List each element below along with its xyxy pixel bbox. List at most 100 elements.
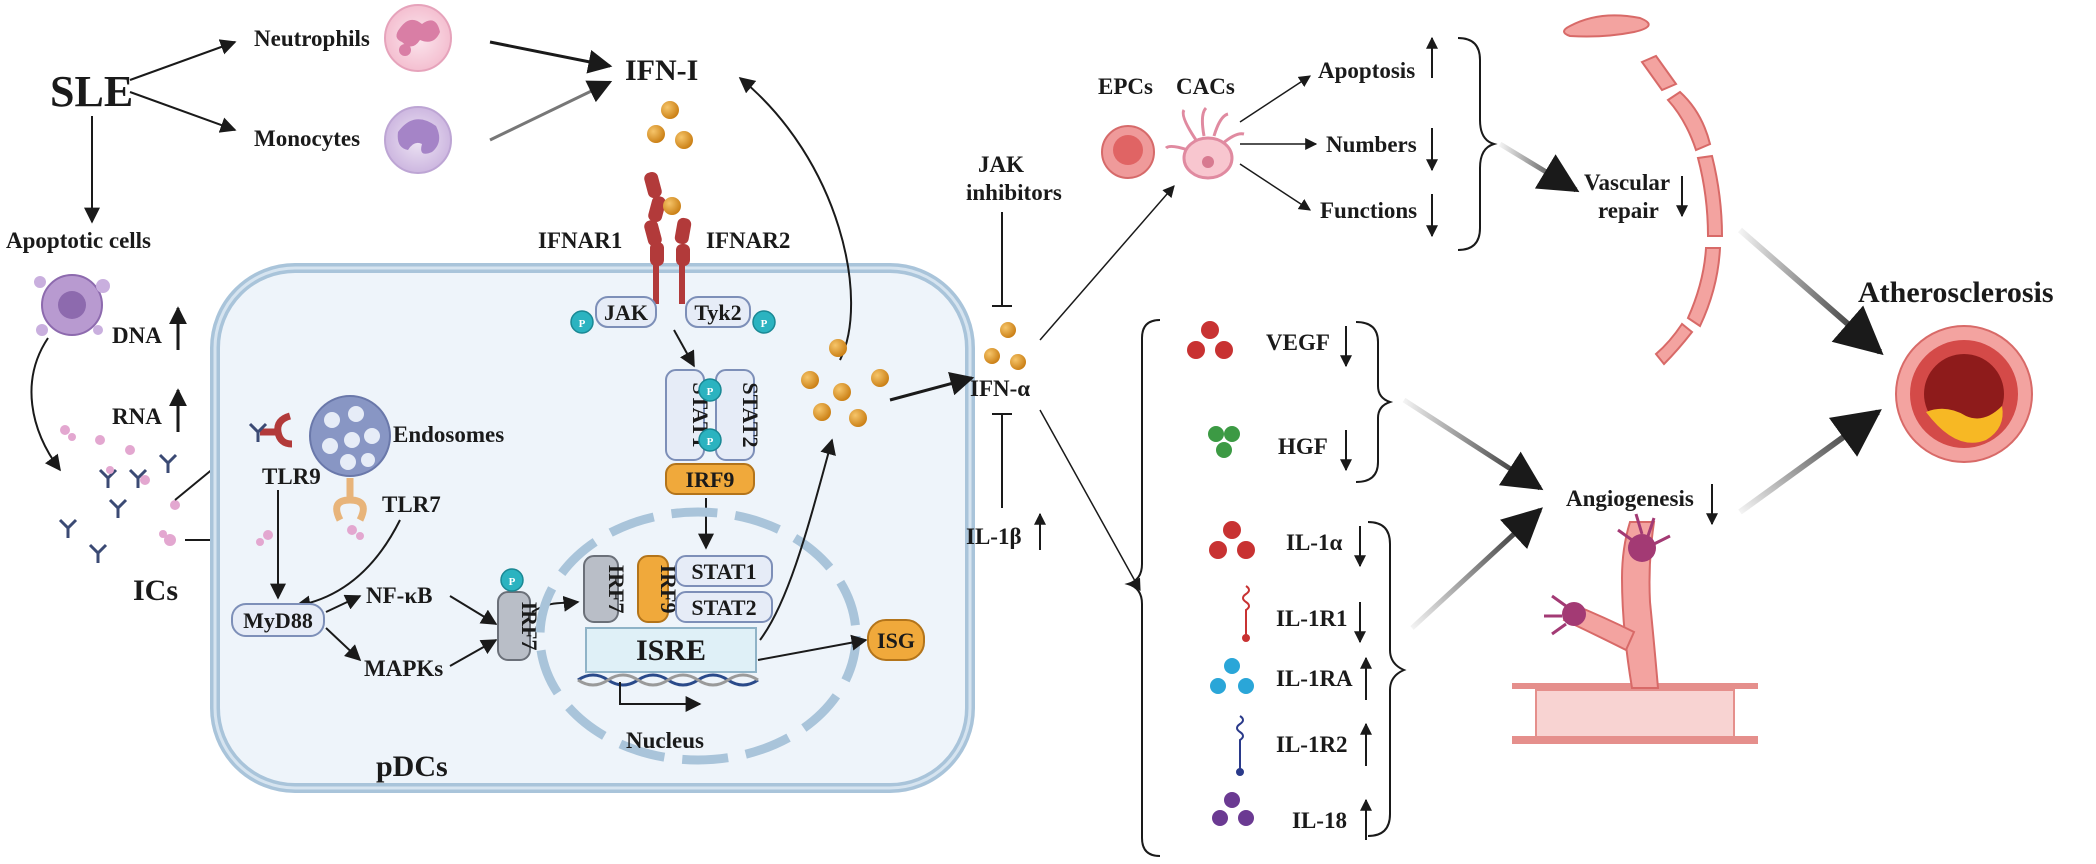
arrow-interleukins-angiogenesis: [1410, 507, 1543, 630]
apoptotic-cells-label: Apoptotic cells: [6, 228, 151, 253]
endosome-icon: [309, 395, 391, 477]
phospho-icon: [698, 378, 722, 402]
arrow-apoptotic-ics: [30, 337, 61, 472]
phospho-label: P: [761, 318, 768, 330]
nfkb-label: NF-κB: [366, 583, 432, 608]
brace-epcs: [1457, 37, 1498, 251]
il1a-label: IL-1α: [1286, 530, 1342, 555]
sle-label: SLE: [50, 67, 133, 116]
arrow-cacs-functions: [1239, 163, 1312, 211]
isre-box: [585, 627, 757, 673]
dna-label: DNA: [112, 323, 162, 348]
cacs-label: CACs: [1176, 74, 1235, 99]
tlr7-receptor: [333, 478, 367, 522]
stat2-nuclear-label: STAT2: [691, 595, 756, 620]
isg-pill: [867, 619, 925, 661]
ifn-ligand: [661, 101, 679, 119]
il1ra-label: IL-1RA: [1276, 666, 1353, 691]
mapks-label: MAPKs: [364, 656, 443, 681]
irf9-pill: [665, 463, 755, 495]
tyk2-pill: [685, 296, 751, 328]
arrow-isre-isg: [757, 634, 868, 661]
il1r2-icon: [1236, 715, 1244, 776]
tyk2-label: Tyk2: [694, 300, 741, 325]
hgf-label: HGF: [1278, 434, 1328, 459]
ifn-i-label: IFN-I: [625, 54, 698, 87]
arrow-mapks-irf7: [449, 639, 498, 667]
cac-icon: [1164, 106, 1245, 180]
isre-label: ISRE: [636, 634, 706, 667]
ifnar1-label: IFNAR1: [538, 228, 622, 253]
arrow-brace-vascular: [1498, 141, 1580, 193]
epc-icon: [1101, 125, 1155, 179]
irf7-nuclear-label: IRF7: [604, 565, 629, 614]
sprouting-vessel-icon: [1512, 513, 1758, 744]
apoptosis-label: Apoptosis: [1318, 58, 1415, 83]
il1r1-label: IL-1R1: [1276, 606, 1348, 631]
stat1-nuclear-label: STAT1: [691, 559, 756, 584]
ifnar2-receptor: [674, 217, 692, 304]
nucleus-label: Nucleus: [626, 728, 704, 753]
antibody-icon: [248, 422, 268, 442]
arrow-cacs-apoptosis: [1239, 75, 1312, 123]
il1ra-icon: [1210, 658, 1254, 694]
atherosclerosis-label: Atherosclerosis: [1858, 276, 2054, 309]
myd88-pill: [231, 603, 325, 637]
phospho-icon: [570, 310, 594, 334]
phospho-label: P: [579, 318, 586, 330]
numbers-label: Numbers: [1326, 132, 1417, 157]
irf7-nuclear-pill: [583, 555, 619, 623]
phospho-icon: [752, 310, 776, 334]
arrow-angiogenesis-atherosclerosis: [1738, 409, 1882, 515]
arrow-sle-monocytes: [129, 91, 237, 133]
brace-growth-factors: [1355, 321, 1394, 483]
ics-label: ICs: [133, 574, 178, 607]
hgf-icon: [1208, 426, 1240, 458]
vascular-repair-label-1: Vascular: [1584, 170, 1670, 195]
arrow-irf7-nucleus: [531, 595, 580, 613]
antibody-icon: [58, 453, 178, 563]
arrow-neutrophils-ifni: [489, 40, 613, 74]
il1r2-label: IL-1R2: [1276, 732, 1348, 757]
phospho-label: P: [509, 576, 516, 588]
arrow-pdc-ifni: [738, 76, 853, 361]
vascular-repair-label-2: repair: [1598, 198, 1659, 223]
tlr9-label: TLR9: [262, 464, 321, 489]
jak-label: JAK: [604, 300, 648, 325]
arrow-nucleus-secretion: [759, 438, 836, 641]
jak-inhibitors-label-2: inhibitors: [966, 180, 1062, 205]
ifnar2-label: IFNAR2: [706, 228, 790, 253]
neutrophils-label: Neutrophils: [254, 26, 370, 51]
il18-label: IL-18: [1292, 808, 1347, 833]
phospho-label: P: [707, 436, 714, 448]
brace-interleukins: [1367, 521, 1407, 837]
arrow-vascular-atherosclerosis: [1738, 227, 1884, 356]
arrow-growth-angiogenesis: [1402, 397, 1544, 491]
arrow-ifn-cytokines: [1039, 409, 1141, 592]
ifnar1-receptor: [644, 171, 666, 304]
ifn-alpha-icon: [1000, 322, 1016, 338]
stat2-pill: [715, 369, 755, 461]
phospho-icon: [698, 428, 722, 452]
arrow-monocytes-ifni: [489, 80, 613, 142]
vessel-icon: [1563, 14, 1724, 366]
phospho-icon: [500, 568, 524, 592]
il1a-icon: [1209, 521, 1255, 559]
functions-label: Functions: [1320, 198, 1417, 223]
artery-cross-section-icon: [1895, 325, 2033, 463]
isg-label: ISG: [877, 628, 915, 653]
il18-icon: [1212, 792, 1254, 826]
stat1-nuclear-pill: [675, 555, 773, 587]
monocyte-icon: [384, 106, 452, 174]
ifn-alpha-label: IFN-α: [970, 376, 1030, 401]
ifn-alpha-ligands: [801, 339, 889, 427]
pdcs-label: pDCs: [376, 750, 448, 783]
endosomes-label: Endosomes: [393, 422, 504, 447]
transcription-arrow: [619, 682, 702, 712]
tlr9-receptor: [260, 412, 293, 448]
arrow-jak-stat: [673, 329, 695, 368]
vegf-label: VEGF: [1266, 330, 1330, 355]
arrow-ifn-epcs: [1039, 185, 1175, 341]
tlr7-label: TLR7: [382, 492, 441, 517]
phospho-label: P: [707, 386, 714, 398]
